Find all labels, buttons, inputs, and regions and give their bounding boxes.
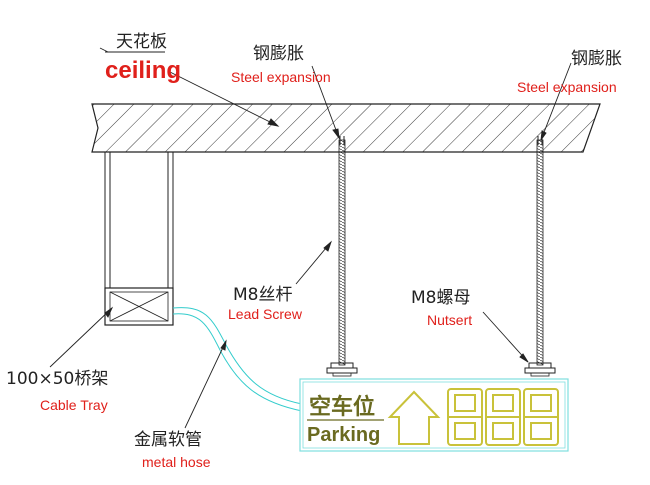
digit-3 (523, 388, 559, 446)
label-hose-en: metal hose (142, 454, 211, 470)
lead-screw-right (524, 136, 556, 377)
label-ceiling-cn: 天花板 (116, 32, 167, 52)
label-steel-expansion-en-2: Steel expansion (517, 79, 617, 95)
label-lead-screw-cn: M8丝杆 (233, 285, 292, 305)
digit-1 (447, 388, 483, 446)
up-arrow-icon (387, 390, 441, 445)
label-steel-expansion-cn-1: 钢膨胀 (253, 44, 304, 64)
label-ceiling-en: ceiling (105, 57, 181, 84)
lead-screw-left (326, 136, 358, 377)
label-nutsert-en: Nutsert (427, 312, 472, 328)
label-steel-expansion-cn-2: 钢膨胀 (571, 49, 622, 69)
label-cable-tray-en: Cable Tray (40, 397, 108, 413)
label-hose-cn: 金属软管 (134, 430, 202, 450)
digit-2 (485, 388, 521, 446)
cable-tray (104, 287, 174, 326)
metal-hose (172, 307, 303, 412)
digit-display (447, 388, 559, 446)
tray-hangers (104, 152, 174, 325)
sign-title-cn: 空车位 (309, 394, 375, 420)
leader-lines (49, 47, 572, 429)
sign-title-en: Parking (307, 424, 380, 446)
label-lead-screw-en: Lead Screw (228, 306, 303, 322)
label-nutsert-cn: M8螺母 (411, 288, 470, 308)
parking-sign: 空车位 Parking (299, 378, 569, 452)
labels: 天花板 ceiling 钢膨胀 Steel expansion 钢膨胀 Stee… (6, 32, 622, 470)
label-steel-expansion-en-1: Steel expansion (231, 69, 331, 85)
ceiling-slab (91, 103, 601, 153)
label-cable-tray-cn: 100×50桥架 (6, 369, 108, 389)
